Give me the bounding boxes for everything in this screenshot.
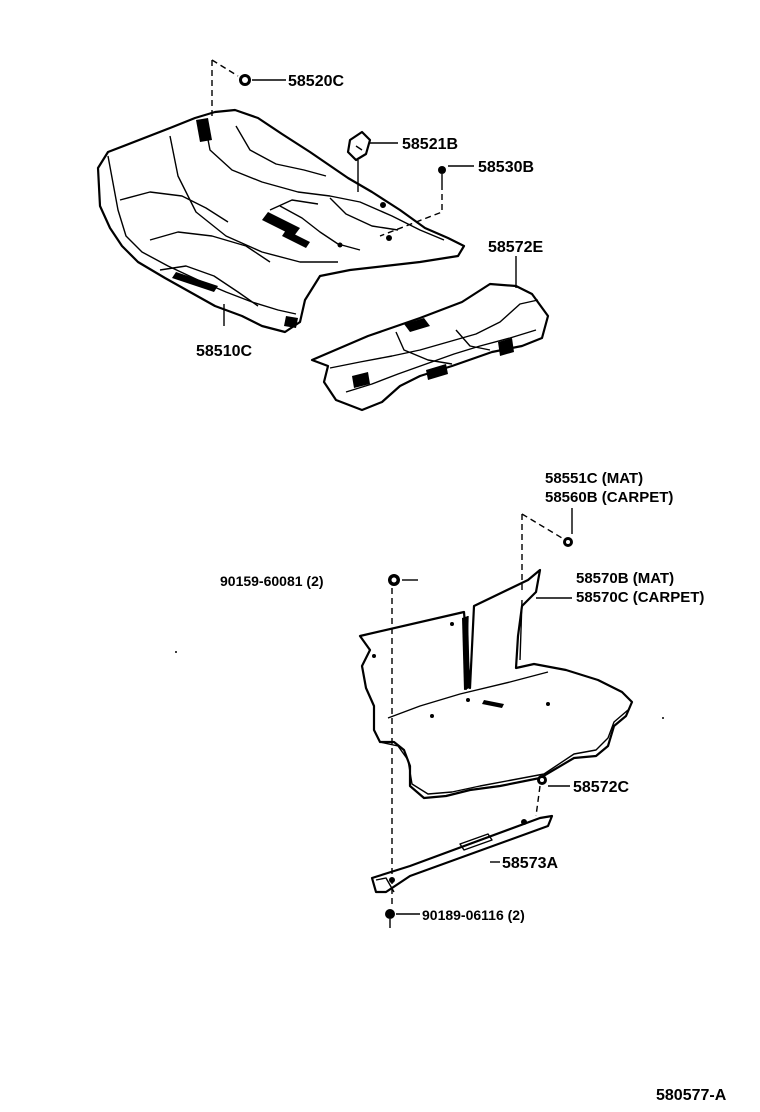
callout-58560B: 58560B (CARPET): [545, 489, 673, 506]
callout-58570B: 58570B (MAT): [576, 570, 674, 587]
clip-90159: [388, 574, 400, 586]
rear-floor-mat: [358, 568, 634, 800]
callout-58520C: 58520C: [288, 73, 344, 90]
callout-58570C: 58570C (CARPET): [576, 589, 704, 606]
callout-58510C: 58510C: [196, 343, 252, 360]
plate-58573A: [370, 814, 554, 894]
clip-58520C: [239, 74, 251, 86]
clip-58551C: [563, 537, 573, 547]
hook-58521B: [346, 130, 372, 162]
callout-58530B: 58530B: [478, 159, 534, 176]
callout-58573A: 58573A: [502, 855, 558, 872]
callout-90189: 90189-06116 (2): [422, 907, 525, 923]
leader-lines: [211, 59, 573, 915]
callout-90159: 90159-60081 (2): [220, 573, 324, 589]
callout-58572E: 58572E: [488, 239, 543, 256]
clip-58572C: [537, 775, 547, 785]
screw-90189: [385, 909, 395, 928]
front-floor-carpet: [96, 108, 466, 334]
figure-id: 580577-A: [656, 1087, 727, 1104]
callout-58521B: 58521B: [402, 136, 458, 153]
clip-58530B: [438, 166, 446, 184]
rear-floor-carpet: [310, 282, 550, 412]
callout-58572C: 58572C: [573, 779, 629, 796]
callout-58551C: 58551C (MAT): [545, 470, 643, 487]
